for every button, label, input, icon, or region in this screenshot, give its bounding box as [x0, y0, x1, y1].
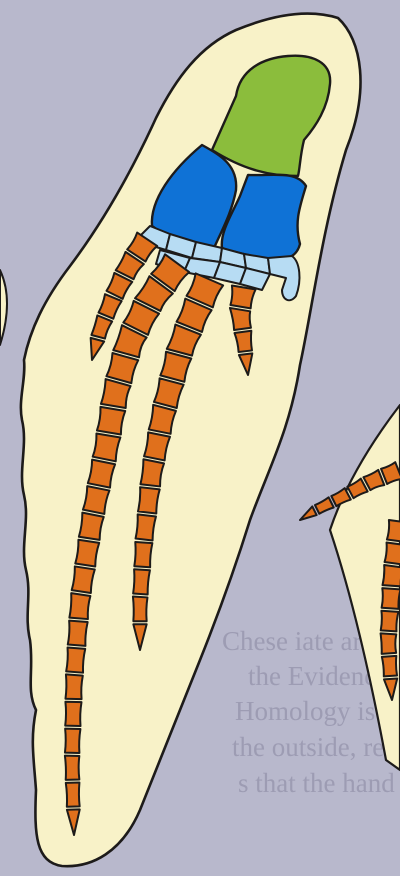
digit-2-segment: [79, 513, 104, 540]
digit-4-segment: [230, 308, 251, 330]
digit-3-segment: [138, 487, 160, 513]
adjacent-digit-segment: [381, 611, 399, 632]
digit-2-segment: [88, 460, 115, 488]
digit-3-segment: [140, 459, 164, 486]
digit-2-segment: [68, 621, 88, 646]
adjacent-digit-segment: [387, 520, 400, 542]
digit-3-segment: [133, 569, 150, 594]
digit-3-segment: [149, 405, 176, 434]
digit-3-segment: [133, 596, 148, 621]
digit-2-segment: [72, 566, 95, 593]
digit-2-segment: [83, 486, 109, 514]
digit-2-segment: [65, 702, 81, 726]
adjacent-digit-segment: [385, 543, 400, 565]
digit-2-segment: [75, 540, 99, 567]
digit-2-segment: [66, 648, 85, 673]
digit-4-segment: [230, 286, 255, 309]
adjacent-digit-segment: [383, 565, 400, 586]
digit-3-segment: [134, 542, 152, 567]
digit-2-segment: [69, 593, 90, 619]
digit-2-segment: [65, 674, 82, 699]
adjacent-digit-segment: [382, 656, 397, 676]
digit-2-segment: [66, 782, 80, 806]
digit-2-segment: [65, 756, 79, 780]
bg-text-line: the outside, rea as Pirly: [232, 732, 400, 762]
bg-text-line: s that the hand and fin: [238, 768, 400, 798]
adjacent-digit-segment: [382, 588, 400, 609]
adjacent-digit-segment: [381, 633, 397, 654]
digit-2-segment: [93, 433, 121, 461]
digit-2-segment: [65, 729, 80, 753]
digit-3-segment: [136, 514, 156, 540]
digit-2-segment: [97, 407, 125, 435]
